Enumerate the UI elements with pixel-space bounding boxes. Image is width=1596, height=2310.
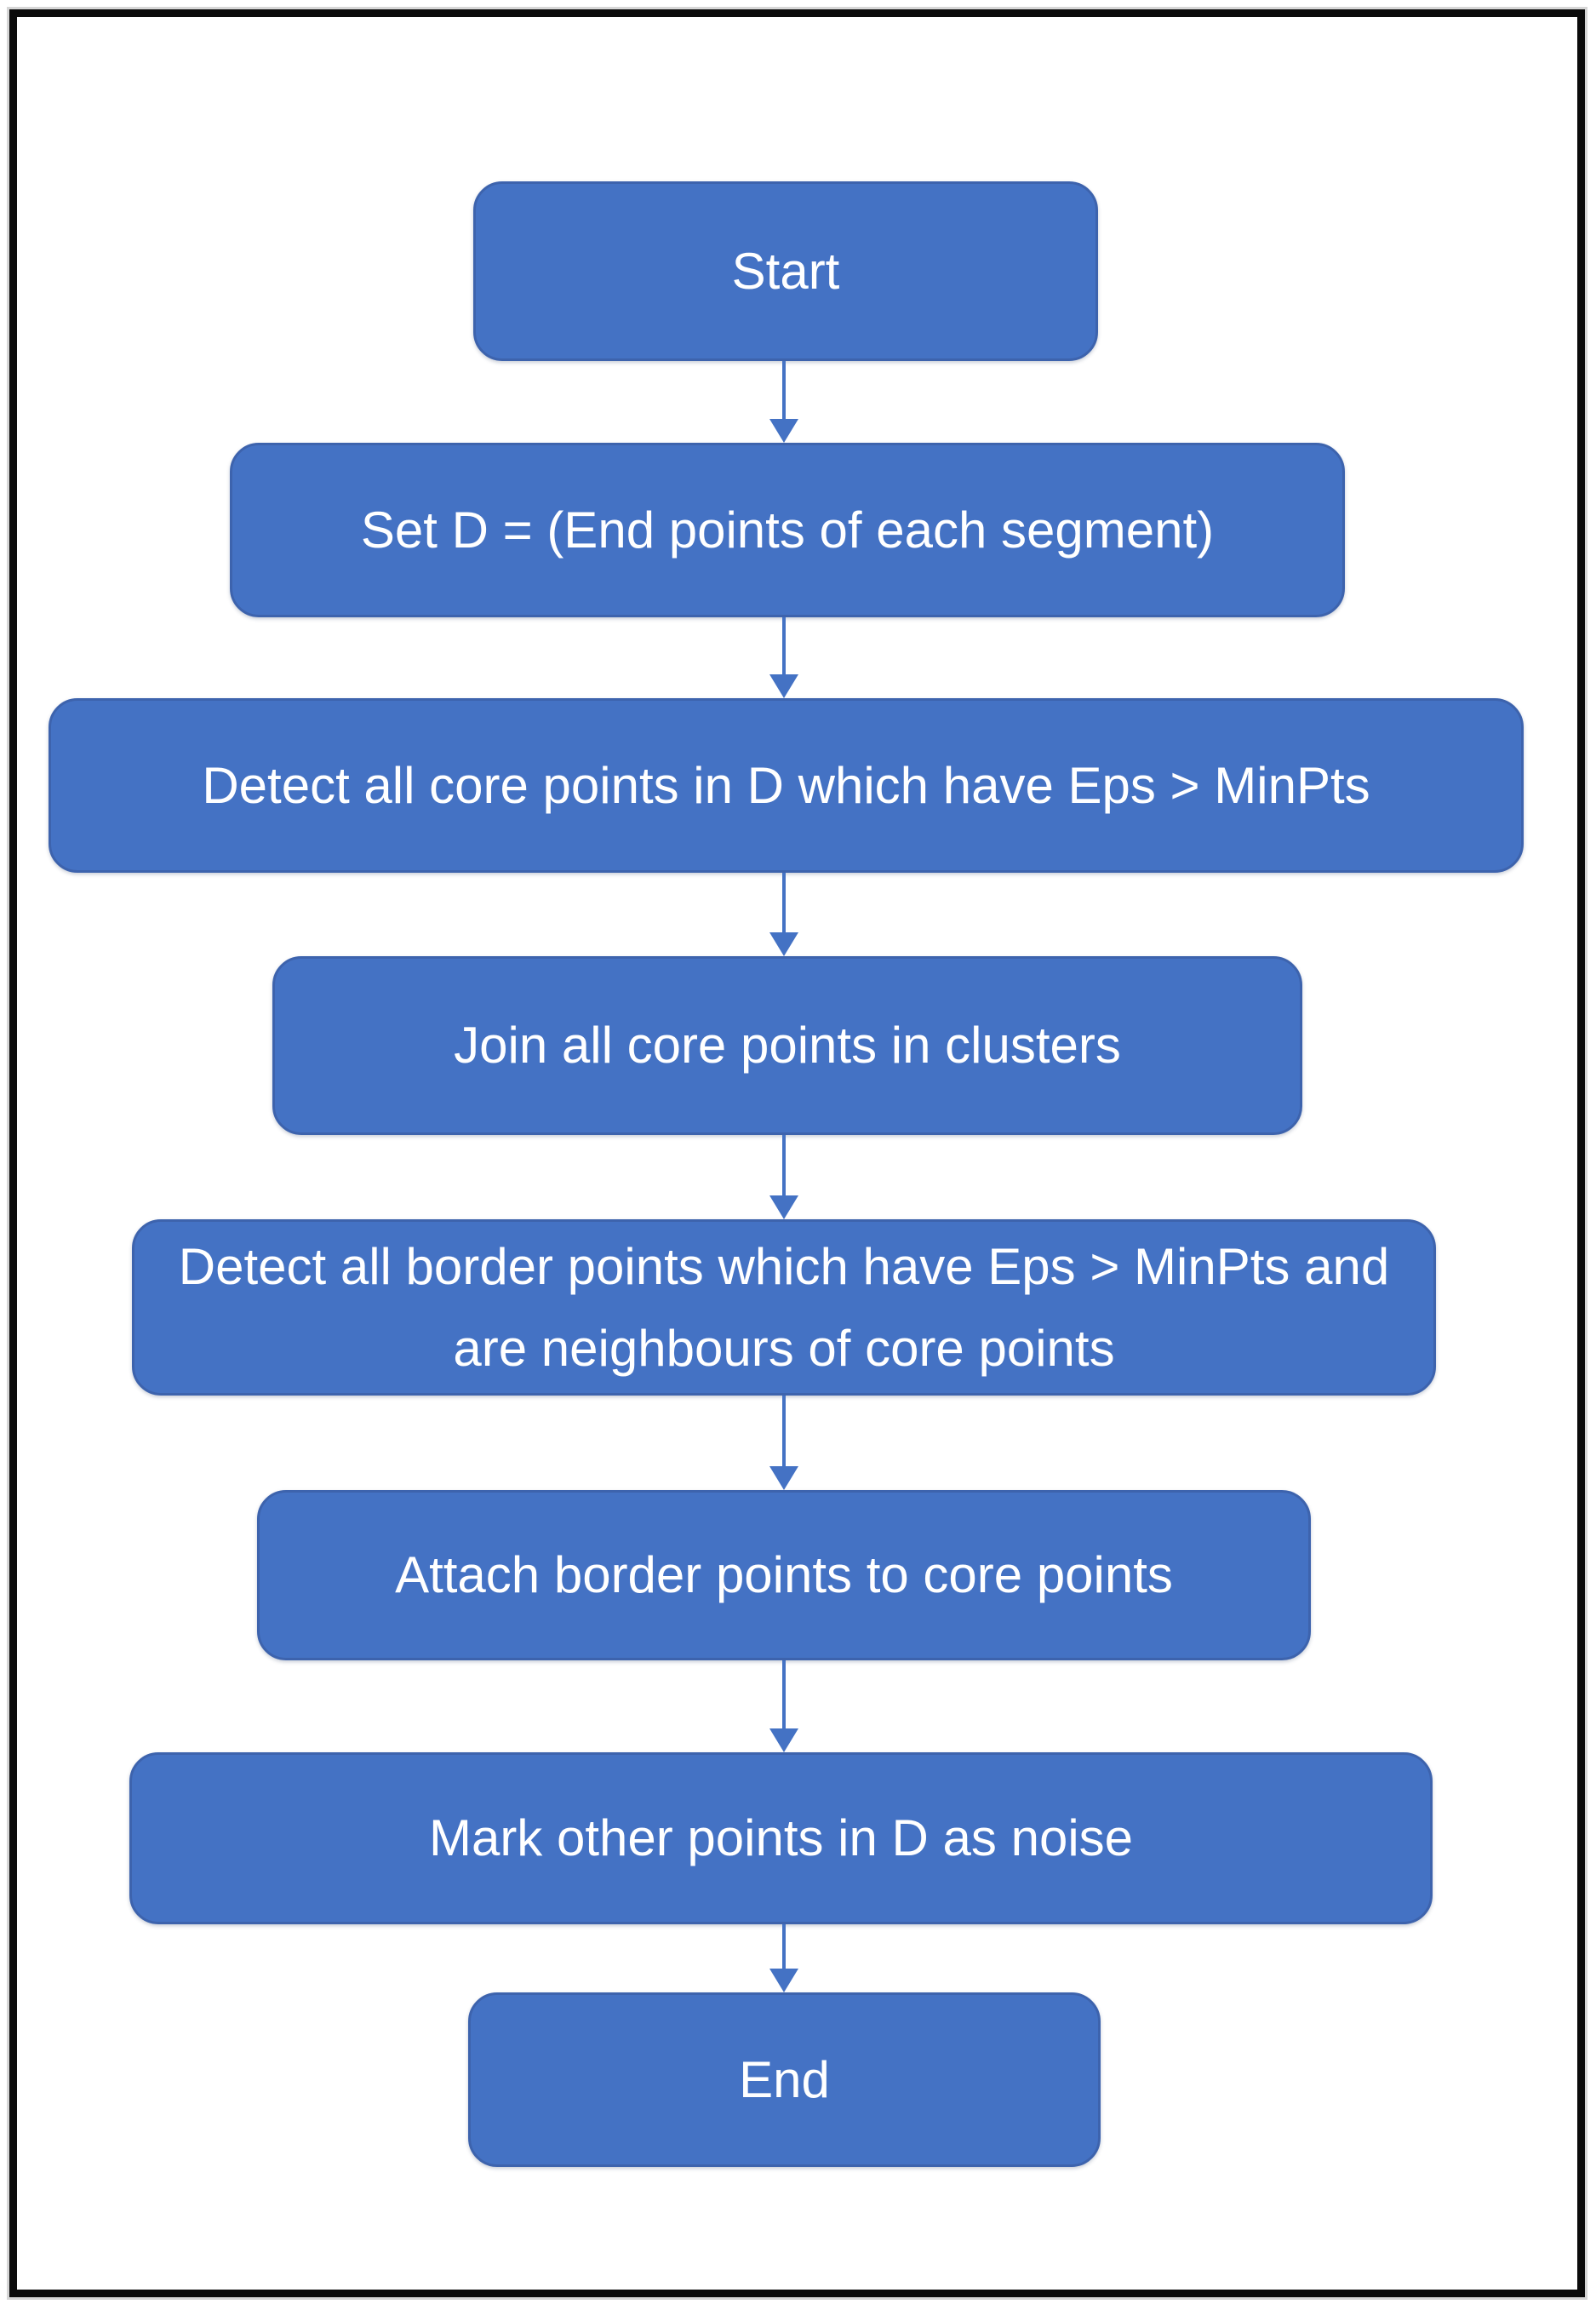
arrow-line xyxy=(782,1660,786,1734)
arrowhead-down-icon xyxy=(769,1969,798,1992)
flow-node-label: Attach border points to core points xyxy=(395,1546,1173,1603)
flow-node-label: Detect all border points which have Eps … xyxy=(178,1237,1390,1377)
flow-node-label: Join all core points in clusters xyxy=(454,1017,1121,1074)
flow-node-label: Mark other points in D as noise xyxy=(428,1809,1134,1866)
arrow-line xyxy=(782,873,786,937)
arrow-line xyxy=(782,361,786,424)
flow-arrow xyxy=(767,1924,801,1992)
flow-arrow xyxy=(767,361,801,443)
arrowhead-down-icon xyxy=(769,1466,798,1490)
arrowhead-down-icon xyxy=(769,932,798,956)
flow-node-label: End xyxy=(739,2050,830,2108)
arrowhead-down-icon xyxy=(769,674,798,698)
arrow-line xyxy=(782,617,786,679)
arrowhead-down-icon xyxy=(769,419,798,443)
flow-node-label: Set D = (End points of each segment) xyxy=(360,501,1215,559)
flow-arrow xyxy=(767,1135,801,1219)
flow-node-start: Start xyxy=(473,181,1098,361)
flow-node-end: End xyxy=(468,1992,1101,2167)
flow-node-mark-noise: Mark other points in D as noise xyxy=(129,1752,1433,1924)
flow-arrow xyxy=(767,873,801,956)
flow-node-label: Detect all core points in D which have E… xyxy=(202,756,1370,814)
flow-node-label: Start xyxy=(731,242,840,300)
flow-node-detect-border: Detect all border points which have Eps … xyxy=(132,1219,1436,1396)
flow-arrow xyxy=(767,617,801,698)
flow-node-set-d: Set D = (End points of each segment) xyxy=(230,443,1345,617)
arrowhead-down-icon xyxy=(769,1728,798,1752)
flow-node-detect-core: Detect all core points in D which have E… xyxy=(49,698,1524,873)
flow-arrow xyxy=(767,1396,801,1490)
arrow-line xyxy=(782,1924,786,1974)
arrow-line xyxy=(782,1396,786,1471)
arrow-line xyxy=(782,1135,786,1201)
flow-arrow xyxy=(767,1660,801,1752)
arrowhead-down-icon xyxy=(769,1195,798,1219)
flow-node-join-core: Join all core points in clusters xyxy=(272,956,1302,1135)
flow-node-attach-border: Attach border points to core points xyxy=(257,1490,1311,1660)
